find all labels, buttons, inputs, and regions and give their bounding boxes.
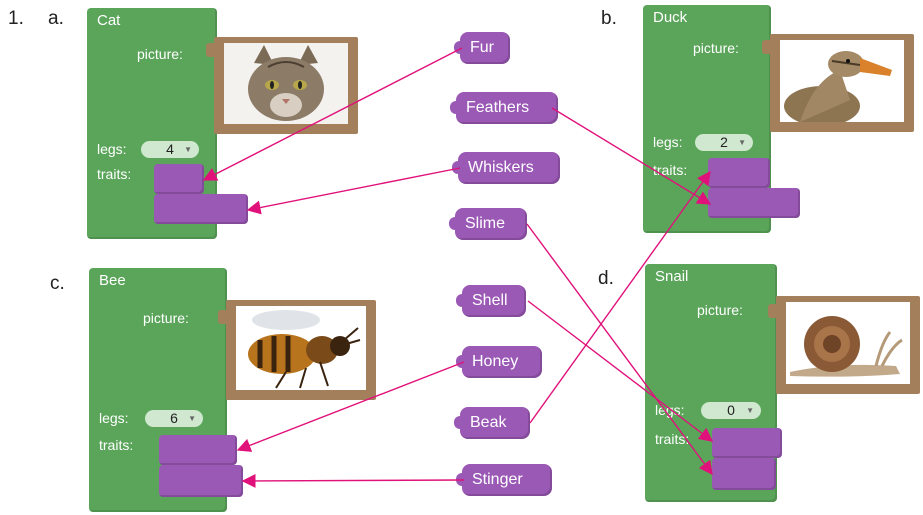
arrow-whiskers-to-cat	[246, 167, 461, 215]
snail-trait-slot-1[interactable]	[712, 428, 782, 458]
cat-block[interactable]: Cat picture: legs: 4 ▼ traits:	[87, 8, 217, 239]
cat-icon	[224, 43, 348, 124]
trait-slime[interactable]: Slime	[449, 208, 527, 240]
cat-photo	[224, 43, 348, 124]
bee-picture-connector	[218, 310, 228, 324]
label-d: d.	[598, 268, 614, 289]
bee-picture-frame	[226, 300, 376, 400]
duck-legs-value: 2	[720, 134, 728, 150]
bee-photo	[236, 306, 366, 390]
snail-block-title: Snail	[655, 268, 689, 285]
cat-legs-dropdown[interactable]: 4 ▼	[141, 141, 199, 158]
snail-legs-dropdown[interactable]: 0 ▼	[701, 402, 761, 419]
bee-legs-label: legs:	[99, 410, 129, 426]
bee-block-title: Bee	[99, 272, 126, 289]
snail-picture-connector	[768, 304, 778, 318]
dropdown-caret-icon: ▼	[184, 145, 192, 154]
dropdown-caret-icon: ▼	[746, 406, 754, 415]
trait-fur[interactable]: Fur	[454, 32, 510, 64]
snail-picture-frame	[776, 296, 920, 394]
dropdown-caret-icon: ▼	[738, 138, 746, 147]
duck-trait-slot-2[interactable]	[708, 188, 800, 218]
trait-honey[interactable]: Honey	[456, 346, 542, 378]
duck-block-title: Duck	[653, 9, 688, 26]
arrow-stinger-to-bee	[241, 473, 465, 488]
snail-photo	[786, 302, 910, 384]
trait-feathers[interactable]: Feathers	[450, 92, 558, 124]
snail-trait-slot-2[interactable]	[712, 458, 776, 490]
cat-traits-label: traits:	[97, 166, 132, 182]
label-c: c.	[50, 273, 65, 294]
bee-legs-dropdown[interactable]: 6 ▼	[145, 410, 203, 427]
duck-traits-label: traits:	[653, 162, 688, 178]
trait-whiskers[interactable]: Whiskers	[452, 152, 560, 184]
cat-legs-value: 4	[166, 141, 174, 157]
snail-legs-value: 0	[727, 402, 735, 418]
duck-picture-frame	[770, 34, 914, 132]
trait-stinger[interactable]: Stinger	[456, 464, 552, 496]
duck-trait-slot-1[interactable]	[708, 158, 770, 188]
cat-trait-slot-2[interactable]	[154, 194, 248, 224]
snail-traits-label: traits:	[655, 431, 690, 447]
cat-block-title: Cat	[97, 12, 121, 29]
duck-photo	[780, 40, 904, 122]
dropdown-caret-icon: ▼	[188, 414, 196, 423]
cat-picture-label: picture:	[137, 46, 183, 62]
trait-beak[interactable]: Beak	[454, 407, 530, 439]
snail-icon	[786, 302, 910, 384]
bee-picture-label: picture:	[143, 310, 189, 326]
duck-icon	[780, 40, 904, 122]
cat-legs-label: legs:	[97, 141, 127, 157]
bee-trait-slot-2[interactable]	[159, 465, 243, 497]
duck-legs-dropdown[interactable]: 2 ▼	[695, 134, 753, 151]
bee-trait-slot-1[interactable]	[159, 435, 237, 465]
cat-trait-slot-1[interactable]	[154, 164, 204, 194]
duck-picture-connector	[762, 40, 772, 54]
duck-picture-label: picture:	[693, 40, 739, 56]
label-b: b.	[601, 8, 617, 29]
label-a: a.	[48, 8, 64, 29]
bee-legs-value: 6	[170, 410, 178, 426]
snail-legs-label: legs:	[655, 402, 685, 418]
question-number: 1.	[8, 8, 24, 29]
bee-icon	[236, 306, 366, 390]
cat-picture-frame	[214, 37, 358, 134]
trait-shell[interactable]: Shell	[456, 285, 526, 317]
bee-traits-label: traits:	[99, 437, 134, 453]
duck-legs-label: legs:	[653, 134, 683, 150]
snail-picture-label: picture:	[697, 302, 743, 318]
